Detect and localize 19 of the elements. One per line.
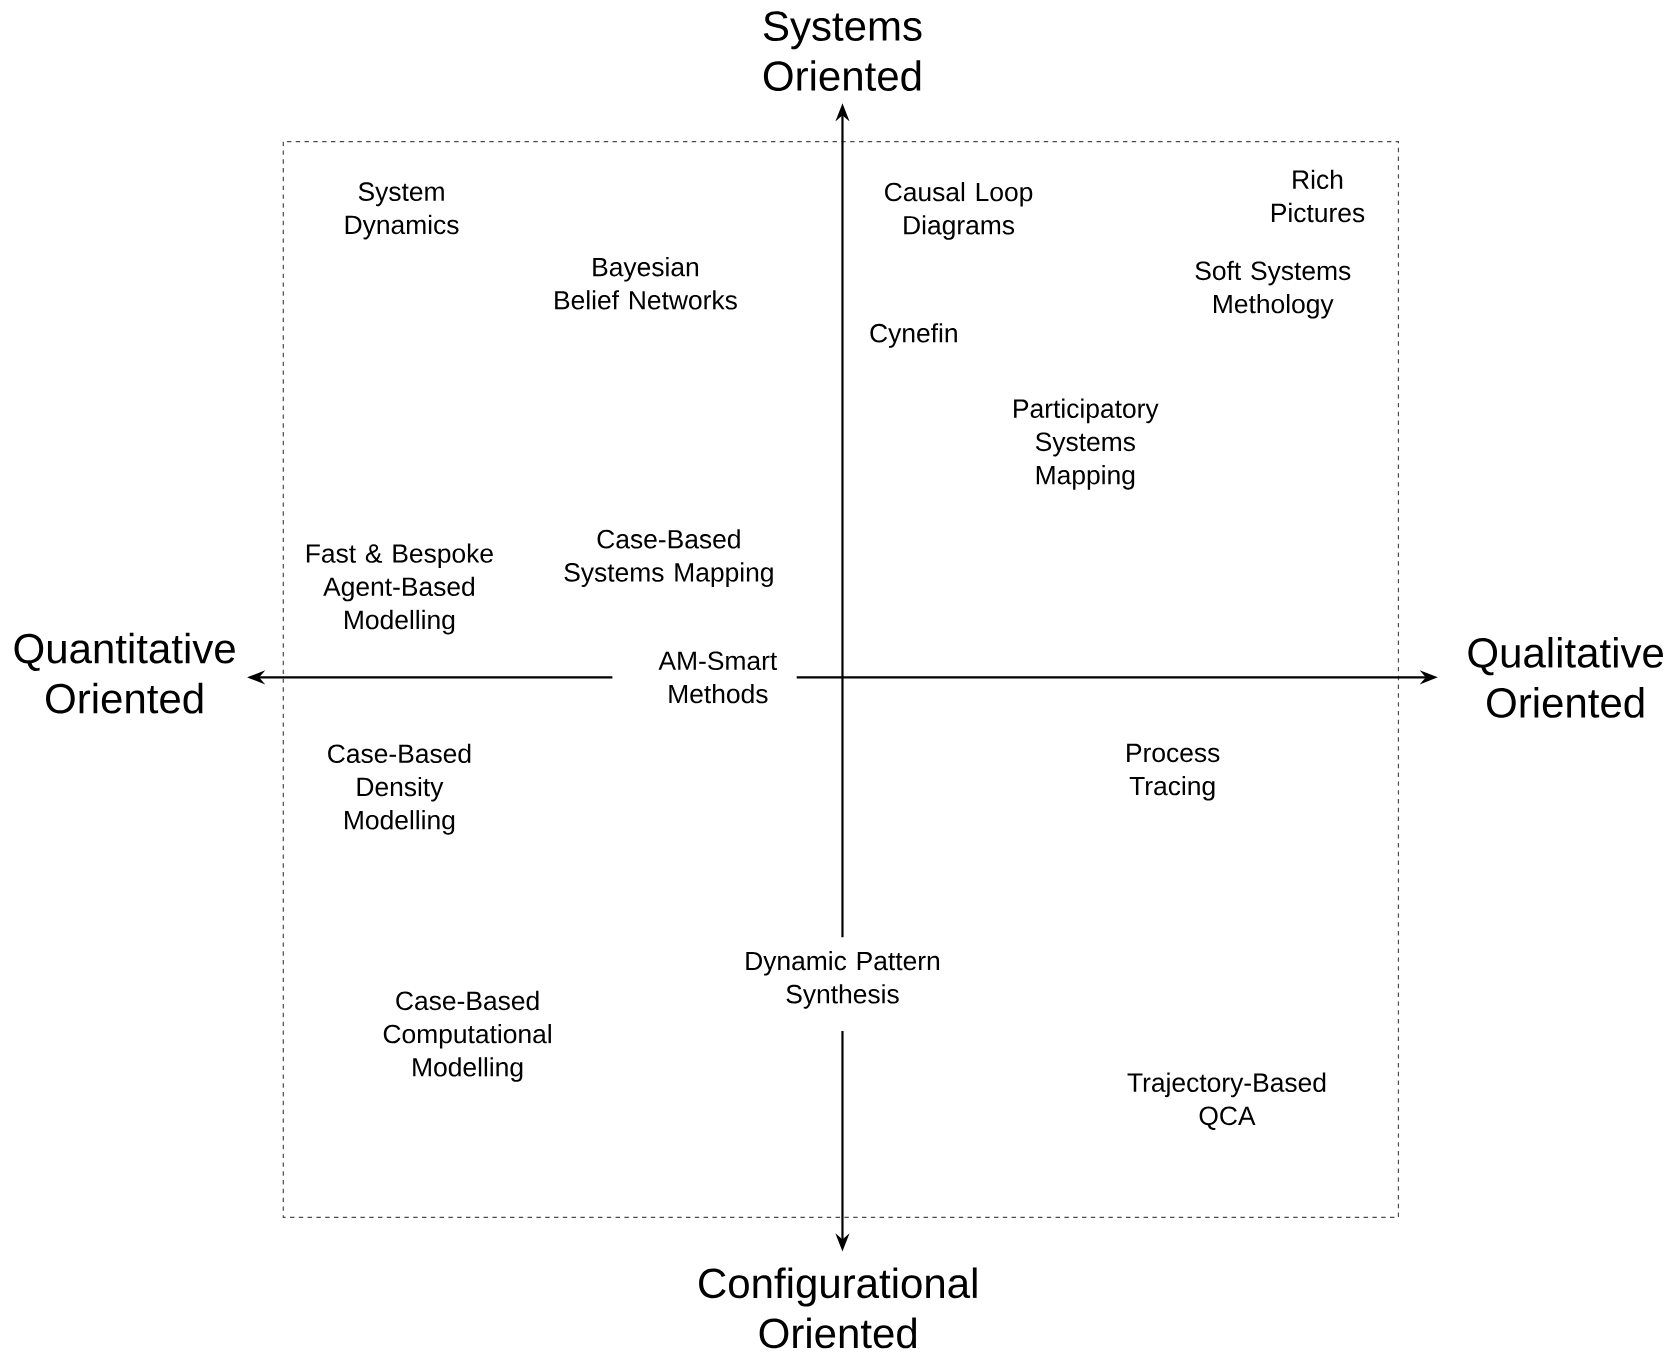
method-label: Process Tracing [1127,743,1220,801]
axis-label: Configurational Oriented [699,1267,977,1349]
method-label: Case-Based Computational Modelling [383,990,551,1082]
method-label: Causal Loop Diagrams [885,181,1033,240]
method-label: Cynefin [870,323,957,348]
method-label: Rich Pictures [1271,169,1365,223]
method-label: Fast & Bespoke Agent-Based Modelling [306,543,493,635]
method-label: Bayesian Belief Networks [555,257,737,310]
axis-label: Systems Oriented [763,11,922,91]
method-label: System Dynamics [345,182,459,240]
method-label: Dynamic Pattern Synthesis [746,950,940,1009]
method-label: Soft Systems Methology [1195,260,1351,319]
axis-label: Qualitative Oriented [1468,636,1663,718]
method-label: Case-Based Density Modelling [328,743,471,835]
method-label: Trajectory-Based QCA [1127,1072,1326,1130]
method-label: Participatory Systems Mapping [1014,398,1159,490]
axis-label: Quantitative Oriented [14,632,235,714]
method-label: AM-Smart Methods [658,651,778,704]
method-label: Case-Based Systems Mapping [564,529,773,587]
